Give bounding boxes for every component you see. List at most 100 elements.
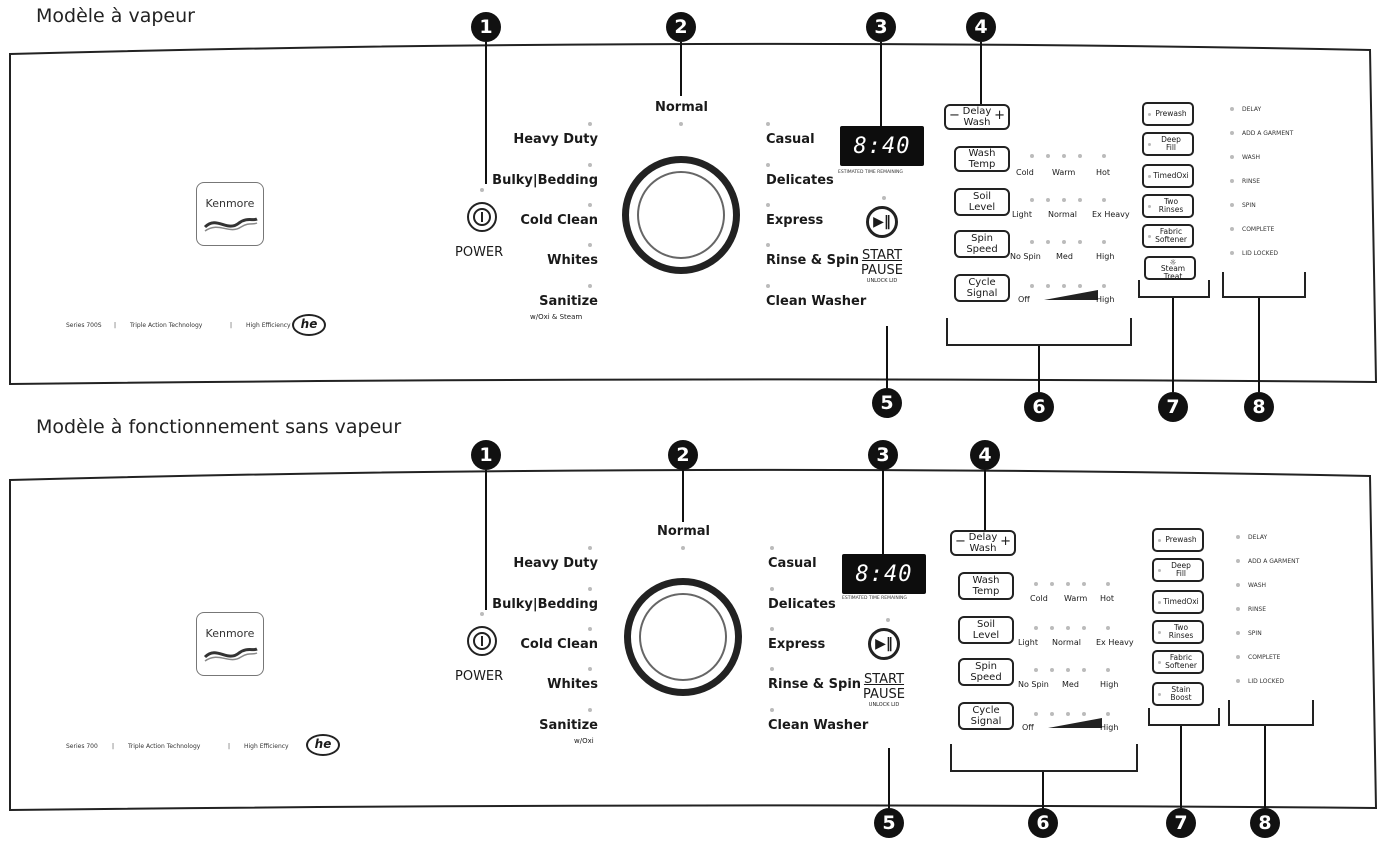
soil-level-button[interactable]: Soil Level (954, 188, 1010, 216)
bracket-6 (950, 744, 1138, 772)
option-fabric-softener[interactable]: Fabric Softener (1142, 224, 1194, 248)
indicator-led (681, 546, 685, 550)
cycle-selector-knob[interactable] (624, 578, 742, 696)
indicator-led (1102, 198, 1106, 202)
delay-wash-button[interactable]: − Delay Wash + (944, 104, 1010, 130)
wave-logo-icon (203, 647, 258, 662)
control-panel-no-steam: Kenmore Series 700 | Triple Action Techn… (8, 466, 1378, 816)
power-label: POWER (455, 669, 504, 684)
status-wash: WASH (1248, 582, 1267, 589)
cycle-signal-button[interactable]: Cycle Signal (954, 274, 1010, 302)
callout-3: 3 (868, 440, 898, 470)
status-lid-locked: LID LOCKED (1242, 250, 1279, 257)
cycle-clean-washer[interactable]: Clean Washer (768, 718, 869, 733)
indicator-led (1078, 154, 1082, 158)
plus-icon[interactable]: + (994, 108, 1005, 123)
cycle-casual[interactable]: Casual (768, 556, 817, 571)
temp-warm: Warm (1064, 594, 1088, 603)
option-timed-oxi[interactable]: TimedOxi (1142, 164, 1194, 188)
option-deep-fill[interactable]: Deep Fill (1152, 558, 1204, 582)
soil-normal: Normal (1052, 638, 1081, 647)
option-timed-oxi[interactable]: TimedOxi (1152, 590, 1204, 614)
indicator-led (1236, 583, 1240, 587)
cycle-bulky-bedding[interactable]: Bulky|Bedding (492, 597, 598, 612)
indicator-led (1062, 240, 1066, 244)
cycle-clean-washer[interactable]: Clean Washer (766, 294, 867, 309)
start-pause-button[interactable]: ▶‖ (866, 206, 898, 238)
cycle-delicates[interactable]: Delicates (766, 173, 834, 188)
indicator-led (1046, 284, 1050, 288)
indicator-led (1102, 284, 1106, 288)
soil-light: Light (1018, 638, 1038, 647)
cycle-casual[interactable]: Casual (766, 132, 815, 147)
cycle-rinse-spin[interactable]: Rinse & Spin (768, 677, 862, 692)
indicator-led (770, 627, 774, 631)
option-steam-treat[interactable]: ☼Steam Treat (1144, 256, 1196, 281)
cycle-bulky-bedding[interactable]: Bulky|Bedding (492, 173, 598, 188)
indicator-led (1062, 198, 1066, 202)
indicator-led (1078, 198, 1082, 202)
power-led (480, 188, 484, 192)
cycle-cold-clean[interactable]: Cold Clean (520, 213, 598, 228)
cycle-normal[interactable]: Normal (657, 524, 710, 539)
footer-he: High Efficiency (244, 743, 289, 750)
option-two-rinses[interactable]: Two Rinses (1142, 194, 1194, 218)
wash-temp-button[interactable]: Wash Temp (958, 572, 1014, 600)
cycle-heavy-duty[interactable]: Heavy Duty (513, 132, 598, 147)
callout-1: 1 (471, 12, 501, 42)
spin-speed-button[interactable]: Spin Speed (958, 658, 1014, 686)
callout-leader-line (888, 748, 890, 808)
cycle-heavy-duty[interactable]: Heavy Duty (513, 556, 598, 571)
callout-leader-line (880, 42, 882, 126)
cycle-express[interactable]: Express (768, 637, 826, 652)
option-stain-boost[interactable]: Stain Boost (1152, 682, 1204, 706)
cycle-normal[interactable]: Normal (655, 100, 708, 115)
power-button[interactable] (467, 626, 497, 656)
callout-6: 6 (1024, 392, 1054, 422)
footer-series: Series 700 (66, 743, 98, 750)
status-delay: DELAY (1242, 106, 1262, 113)
minus-icon[interactable]: − (955, 534, 966, 549)
time-display: 8:40 (840, 126, 924, 166)
spin-speed-button[interactable]: Spin Speed (954, 230, 1010, 258)
soil-level-button[interactable]: Soil Level (958, 616, 1014, 644)
cycle-signal-button[interactable]: Cycle Signal (958, 702, 1014, 730)
est-time-label: ESTIMATED TIME REMAINING (842, 596, 907, 601)
indicator-led (1236, 535, 1240, 539)
option-prewash[interactable]: Prewash (1142, 102, 1194, 126)
cycle-express[interactable]: Express (766, 213, 824, 228)
indicator-led (766, 122, 770, 126)
steam-icon: ☼ (1169, 258, 1177, 267)
callout-7: 7 (1158, 392, 1188, 422)
option-two-rinses[interactable]: Two Rinses (1152, 620, 1204, 644)
power-icon (473, 208, 491, 226)
spin-no-spin: No Spin (1018, 680, 1049, 689)
delay-wash-button[interactable]: − Delay Wash + (950, 530, 1016, 556)
soil-normal: Normal (1048, 210, 1077, 219)
cycle-sanitize[interactable]: Sanitize (539, 718, 598, 733)
indicator-led (1102, 240, 1106, 244)
power-button[interactable] (467, 202, 497, 232)
indicator-led (1050, 626, 1054, 630)
indicator-led (588, 667, 592, 671)
kenmore-logo: Kenmore (196, 182, 264, 246)
start-pause-button[interactable]: ▶‖ (868, 628, 900, 660)
wash-temp-button[interactable]: Wash Temp (954, 146, 1010, 172)
indicator-led (1034, 712, 1038, 716)
indicator-led (766, 243, 770, 247)
option-fabric-softener[interactable]: Fabric Softener (1152, 650, 1204, 674)
option-prewash[interactable]: Prewash (1152, 528, 1204, 552)
callout-leader-line (1180, 726, 1182, 808)
cycle-rinse-spin[interactable]: Rinse & Spin (766, 253, 860, 268)
cycle-selector-knob[interactable] (622, 156, 740, 274)
cycle-delicates[interactable]: Delicates (768, 597, 836, 612)
cycle-whites[interactable]: Whites (547, 677, 598, 692)
cycle-cold-clean[interactable]: Cold Clean (520, 637, 598, 652)
cycle-sanitize[interactable]: Sanitize (539, 294, 598, 309)
indicator-led (766, 163, 770, 167)
plus-icon[interactable]: + (1000, 534, 1011, 549)
cycle-whites[interactable]: Whites (547, 253, 598, 268)
indicator-led (679, 122, 683, 126)
option-deep-fill[interactable]: Deep Fill (1142, 132, 1194, 156)
minus-icon[interactable]: − (949, 108, 960, 123)
